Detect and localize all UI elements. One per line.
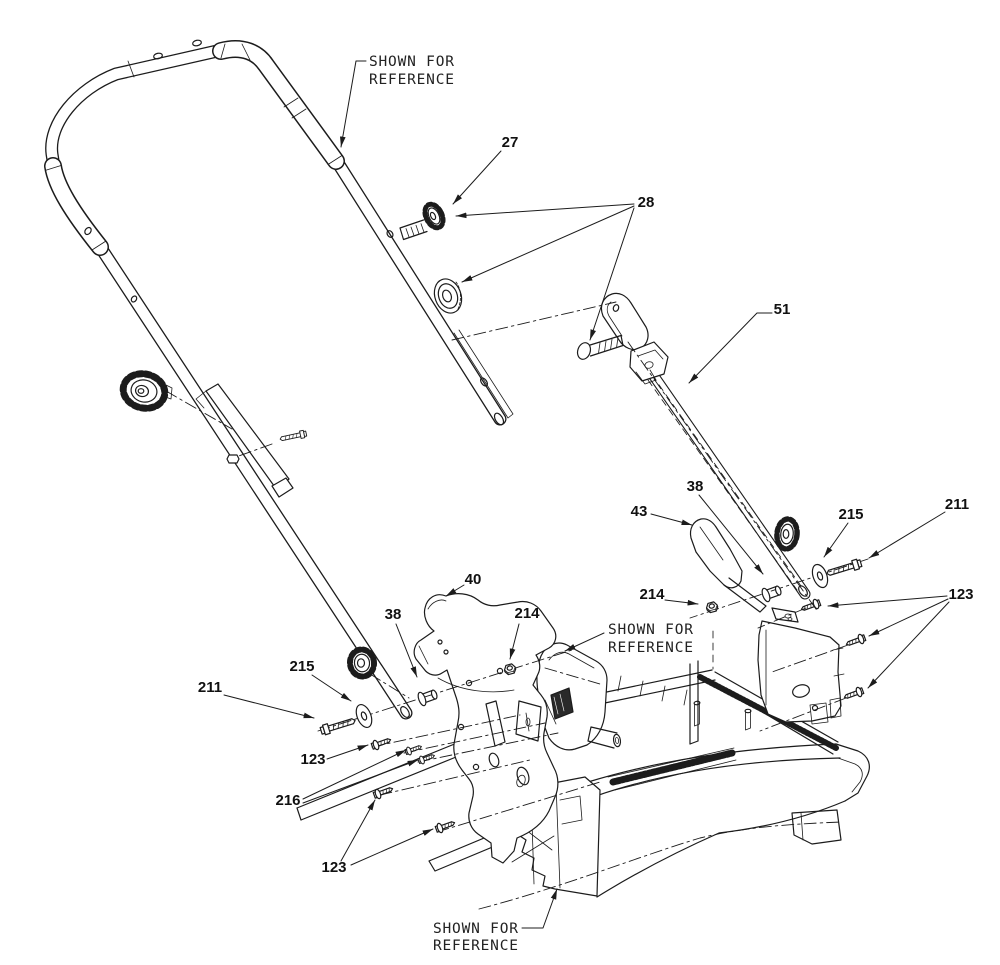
- leader-216-a: [302, 749, 407, 800]
- leader-216-b: [302, 759, 419, 804]
- clamp-bolt: [278, 429, 308, 444]
- leader-note-mid: [564, 632, 605, 652]
- handle-clamp-left: [195, 383, 294, 498]
- callout-123-right: 123: [948, 586, 973, 603]
- handle-knob-left-lower: [346, 646, 378, 680]
- callout-51: 51: [774, 301, 791, 318]
- callout-28: 28: [638, 194, 655, 211]
- spacer-38-right: [759, 582, 784, 604]
- leader-38-right: [698, 494, 764, 575]
- screw-123-right-b: [844, 632, 868, 650]
- callout-214-left: 214: [514, 605, 540, 622]
- leader-211-left: [223, 694, 315, 719]
- knob-27: [399, 201, 446, 241]
- handle-grip-left: [44, 157, 109, 256]
- leader-note-top: [339, 60, 367, 148]
- leader-123-right-b: [868, 598, 949, 637]
- leader-28-a: [455, 203, 635, 219]
- leader-211-right: [868, 511, 946, 559]
- reference-note-top: SHOWN FOR REFERENCE: [369, 54, 455, 88]
- handle-grip-right: [212, 39, 345, 170]
- callout-123-left: 123: [300, 751, 325, 768]
- callout-43: 43: [631, 503, 648, 520]
- lower-handle-51: [600, 292, 811, 600]
- reference-note-line2: REFERENCE: [608, 640, 694, 656]
- reference-note-line1: SHOWN FOR: [369, 54, 455, 70]
- leader-43: [650, 513, 693, 526]
- leader-28-c: [589, 207, 635, 341]
- leader-lines: [223, 60, 950, 929]
- leader-215-left: [311, 674, 352, 702]
- nut-214-right: [704, 600, 720, 614]
- handle-knob-left: [119, 370, 173, 412]
- bolt-211-left: [319, 715, 358, 737]
- upper-handle: [44, 39, 514, 720]
- screw-123-bottom-b: [433, 817, 457, 835]
- handle-mount-boss: [536, 642, 622, 751]
- leader-123-right-c: [867, 601, 950, 689]
- lower-handle-bracket: [600, 292, 669, 385]
- leader-38-left: [395, 623, 418, 678]
- reference-note-middle: SHOWN FOR REFERENCE: [608, 622, 694, 656]
- reference-note-line2: REFERENCE: [369, 72, 455, 88]
- reference-note-line1: SHOWN FOR: [608, 622, 694, 638]
- bolt-211-right: [824, 557, 863, 579]
- screw-123-right-c: [842, 685, 866, 703]
- leader-215-right: [823, 522, 849, 558]
- callout-211-left: 211: [198, 679, 222, 696]
- callout-215-left: 215: [289, 658, 314, 675]
- callout-123-bottom: 123: [321, 859, 346, 876]
- spacer-38-left: [415, 686, 440, 708]
- screw-216-b: [416, 751, 437, 766]
- leader-123-left: [326, 744, 369, 760]
- reference-note-bottom: SHOWN FOR REFERENCE: [433, 921, 519, 954]
- leader-214-right: [664, 599, 699, 606]
- centerlines: [165, 301, 869, 833]
- washer-215-right: [808, 561, 832, 591]
- washer-215-left: [352, 701, 376, 731]
- callout-27: 27: [502, 134, 519, 151]
- leader-214-left: [509, 623, 520, 660]
- callout-40: 40: [465, 571, 482, 588]
- carriage-bolt-28: [576, 334, 624, 360]
- bracket-43: [689, 518, 845, 725]
- callout-215-right: 215: [838, 506, 863, 523]
- reference-note-line2: REFERENCE: [433, 938, 519, 954]
- leader-note-bottom: [521, 888, 558, 929]
- callout-labels: 27 28 51 43 38 215 211 123 214 40 38 214…: [198, 54, 974, 954]
- leader-28-b: [461, 205, 635, 283]
- callout-214-right: 214: [639, 586, 665, 603]
- leader-27: [452, 150, 502, 205]
- callout-211-right: 211: [945, 496, 969, 513]
- callout-216: 216: [275, 792, 300, 809]
- callout-38-right: 38: [687, 478, 704, 495]
- leader-123-bottom-a: [340, 799, 376, 862]
- bracket-40: [413, 593, 559, 864]
- reference-note-line1: SHOWN FOR: [433, 921, 519, 937]
- leader-40: [445, 584, 465, 597]
- leader-51: [688, 312, 773, 384]
- handle-knob-right: [774, 516, 800, 552]
- leader-123-right-a: [827, 595, 948, 608]
- knob-28-round: [433, 278, 463, 314]
- callout-38-left: 38: [385, 606, 402, 623]
- screw-123-right-a: [799, 597, 823, 615]
- leader-123-bottom-b: [350, 828, 434, 866]
